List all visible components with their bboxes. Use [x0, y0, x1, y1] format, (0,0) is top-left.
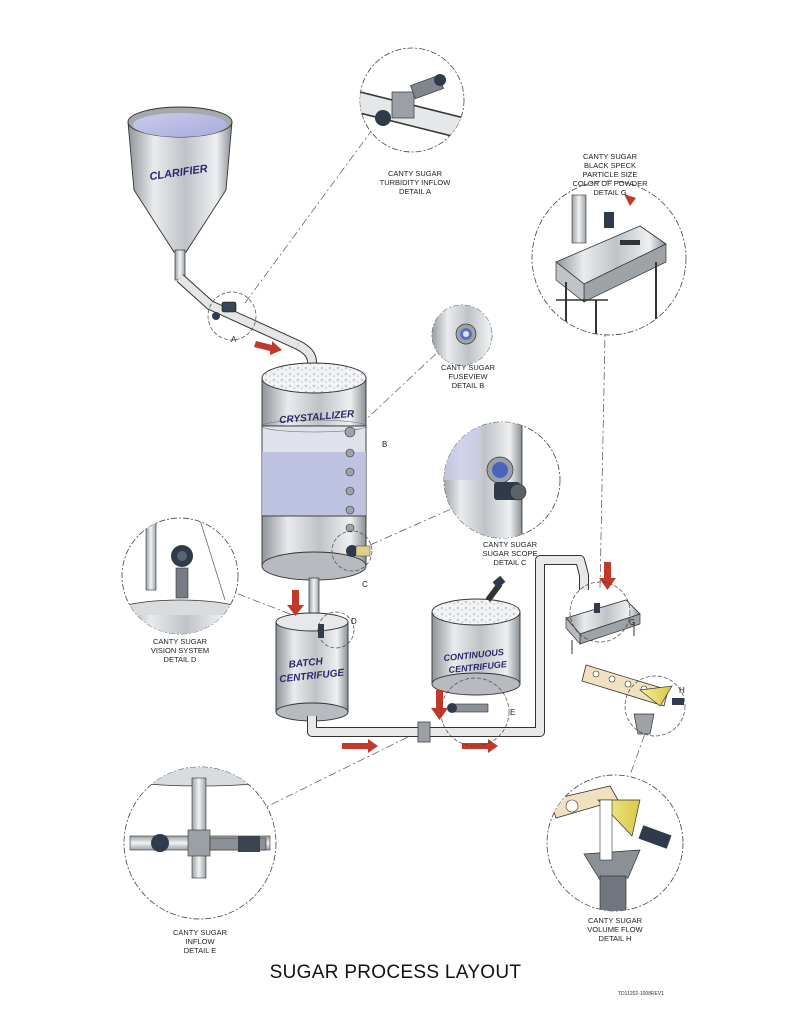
powder-dryer — [565, 599, 641, 654]
page-title: SUGAR PROCESS LAYOUT — [269, 962, 522, 983]
volume-flow-sensor-icon — [672, 698, 684, 705]
callout-letter-h: H — [679, 686, 685, 695]
crystallizer-tank: CRYSTALLIZER — [261, 362, 371, 581]
document-number: TD11202-1008REV1 — [618, 991, 665, 997]
detail-h-circle — [546, 774, 684, 912]
detail-e-caption: CANTY SUGAR INFLOW DETAIL E — [172, 928, 228, 955]
detail-g-caption: CANTY SUGAR BLACK SPECK PARTICLE SIZE CO… — [572, 152, 648, 197]
detail-h-caption: CANTY SUGAR VOLUME FLOW DETAIL H — [587, 916, 643, 943]
detail-c-caption: CANTY SUGAR SUGAR SCOPE DETAIL C — [482, 540, 538, 567]
callout-letter-d: D — [351, 617, 357, 626]
conveyor — [581, 664, 684, 735]
turbidity-sensor-icon — [221, 301, 237, 313]
batch-centrifuge-label-1: BATCH — [288, 656, 324, 671]
callout-rings — [207, 291, 686, 747]
continuous-centrifuge: CONTINUOUS CENTRIFUGE — [431, 575, 521, 696]
detail-e-circle — [123, 766, 277, 920]
detail-b-circle — [431, 304, 493, 366]
detail-c-circle — [443, 421, 561, 539]
pipe-clarifier-crystallizer — [176, 274, 317, 372]
clarifier-tank: CLARIFIER — [127, 106, 233, 281]
callout-letter-b: B — [382, 440, 388, 449]
flow-arrows — [254, 341, 616, 753]
detail-d-circle — [121, 517, 239, 635]
callout-letter-c: C — [362, 580, 368, 589]
detail-g-circle — [531, 180, 687, 336]
detail-a-circle — [359, 47, 465, 153]
batch-centrifuge: BATCH CENTRIFUGE — [275, 612, 349, 722]
sugar-scope-icon — [346, 545, 358, 557]
detail-b-caption: CANTY SUGAR FUSEVIEW DETAIL B — [440, 363, 496, 390]
callout-letter-e: E — [510, 708, 516, 717]
sight-glass-column — [344, 426, 356, 533]
main-pipe — [307, 555, 589, 743]
detail-d-caption: CANTY SUGAR VISION SYSTEM DETAIL D — [150, 637, 210, 664]
inflow-sensor-icon — [451, 703, 489, 713]
detail-a-caption: CANTY SUGAR TURBIDITY INFLOW DETAIL A — [379, 169, 451, 196]
callout-letter-a: A — [231, 335, 237, 344]
callout-letter-g: G — [629, 618, 636, 627]
